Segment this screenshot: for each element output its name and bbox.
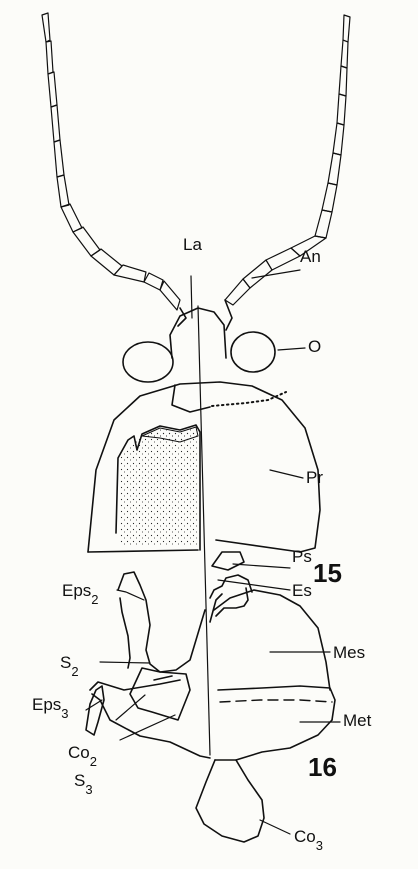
label-an: An [300, 247, 321, 266]
label-la: La [183, 235, 202, 254]
right-eye [231, 332, 275, 372]
label-o: O [308, 337, 321, 356]
figure-number-16: 16 [308, 752, 337, 782]
figure-number-15: 15 [313, 558, 342, 588]
label-s3: S3 [74, 771, 93, 797]
label-co2: Co2 [68, 743, 97, 769]
label-co3: Co3 [294, 827, 323, 853]
label-mes: Mes [333, 643, 365, 662]
left-eye [123, 342, 173, 382]
label-met: Met [343, 711, 372, 730]
label-eps2: Eps2 [62, 581, 99, 607]
label-es: Es [292, 581, 312, 600]
right-antenna [225, 15, 350, 305]
label-pr: Pr [306, 468, 323, 487]
prosternum [210, 552, 252, 598]
label-ps: Ps [292, 547, 312, 566]
left-antenna [42, 13, 180, 310]
label-s2: S2 [60, 653, 79, 679]
label-eps3: Eps3 [32, 695, 69, 721]
